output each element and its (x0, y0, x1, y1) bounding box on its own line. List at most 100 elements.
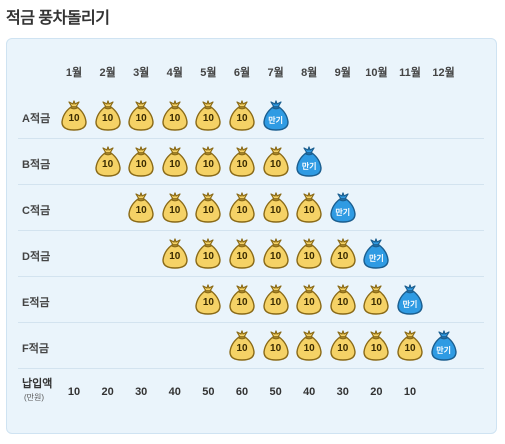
month-label: 5월 (200, 67, 217, 79)
deposit-amount: 10 (102, 159, 114, 170)
deposit-amount: 10 (270, 297, 282, 308)
deposit-bag-icon: 10 (160, 190, 190, 224)
deposit-bag-icon: 10 (126, 190, 156, 224)
deposit-bag-icon: 10 (160, 98, 190, 132)
deposit-amount: 10 (303, 205, 315, 216)
row-label: B적금 (22, 159, 51, 171)
deposit-amount: 10 (370, 297, 382, 308)
deposit-bag-icon: 10 (160, 144, 190, 178)
deposit-amount: 10 (135, 113, 147, 124)
maturity-bag-icon: 만기 (395, 282, 425, 316)
payment-label: 납입액 (만원) (22, 378, 52, 404)
deposit-amount: 10 (270, 343, 282, 354)
deposit-amount: 10 (337, 343, 349, 354)
month-label: 1월 (65, 67, 83, 79)
deposit-amount: 10 (202, 205, 214, 216)
deposit-bag-icon: 10 (361, 282, 391, 316)
deposit-bag-icon: 10 (361, 328, 391, 362)
payment-value: 40 (303, 386, 316, 398)
deposit-bag-icon: 10 (227, 144, 257, 178)
payment-value: 30 (336, 386, 349, 398)
deposit-amount: 10 (303, 251, 315, 262)
month-label: 4월 (166, 67, 183, 79)
deposit-bag-icon: 10 (294, 282, 324, 316)
month-label: 8월 (301, 67, 318, 79)
deposit-bag-icon: 10 (294, 190, 324, 224)
deposit-bag-icon: 10 (328, 282, 358, 316)
maturity-bag-icon: 만기 (328, 190, 358, 224)
payment-value: 20 (101, 386, 114, 398)
deposit-bag-icon: 10 (261, 328, 291, 362)
maturity-label: 만기 (369, 254, 384, 263)
deposit-amount: 10 (169, 251, 181, 262)
row-divider (18, 184, 484, 185)
deposit-amount: 10 (202, 251, 214, 262)
deposit-bag-icon: 10 (193, 282, 223, 316)
deposit-amount: 10 (337, 251, 349, 262)
deposit-amount: 10 (270, 251, 282, 262)
row-label: A적금 (22, 113, 51, 125)
deposit-amount: 10 (202, 297, 214, 308)
deposit-amount: 10 (236, 113, 248, 124)
payment-label-text: 납입액 (22, 378, 53, 390)
maturity-bag-icon: 만기 (294, 144, 324, 178)
deposit-amount: 10 (270, 159, 282, 170)
deposit-bag-icon: 10 (193, 190, 223, 224)
row-label: E적금 (22, 297, 50, 309)
payment-value: 10 (403, 386, 417, 398)
deposit-bag-icon: 10 (126, 98, 156, 132)
deposit-amount: 10 (236, 251, 248, 262)
deposit-bag-icon: 10 (294, 328, 324, 362)
month-label: 7월 (267, 67, 284, 79)
deposit-bag-icon: 10 (93, 144, 123, 178)
deposit-amount: 10 (236, 205, 248, 216)
deposit-bag-icon: 10 (126, 144, 156, 178)
payment-value: 50 (269, 386, 282, 398)
maturity-label: 만기 (335, 208, 351, 217)
month-label: 12월 (432, 67, 455, 79)
maturity-label: 만기 (268, 116, 283, 125)
deposit-amount: 10 (135, 205, 147, 216)
row-divider (18, 230, 484, 231)
deposit-amount: 10 (303, 297, 315, 308)
maturity-label: 만기 (436, 346, 451, 355)
deposit-bag-icon: 10 (261, 282, 291, 316)
deposit-amount: 10 (236, 343, 248, 354)
maturity-bag-icon: 만기 (361, 236, 391, 270)
month-label: 9월 (334, 67, 351, 79)
deposit-bag-icon: 10 (261, 144, 291, 178)
deposit-amount: 10 (202, 113, 214, 124)
deposit-bag-icon: 10 (93, 98, 123, 132)
payment-value: 20 (370, 386, 383, 398)
row-label: C적금 (22, 205, 51, 217)
row-divider (18, 322, 484, 323)
row-divider (18, 276, 484, 277)
deposit-bag-icon: 10 (160, 236, 190, 270)
row-divider (18, 368, 484, 369)
deposit-bag-icon: 10 (261, 236, 291, 270)
deposit-amount: 10 (337, 297, 349, 308)
deposit-amount: 10 (169, 205, 181, 216)
payment-value: 60 (235, 386, 249, 398)
deposit-amount: 10 (404, 343, 416, 354)
deposit-bag-icon: 10 (261, 190, 291, 224)
deposit-amount: 10 (236, 159, 248, 170)
deposit-amount: 10 (102, 113, 114, 124)
payment-unit: (만원) (24, 393, 45, 402)
page-title: 적금 풍차돌리기 (6, 10, 110, 27)
deposit-amount: 10 (169, 159, 181, 170)
deposit-bag-icon: 10 (227, 98, 257, 132)
deposit-amount: 10 (370, 343, 382, 354)
deposit-bag-icon: 10 (227, 282, 257, 316)
month-label: 2월 (99, 67, 116, 79)
row-divider (18, 138, 484, 139)
row-label: D적금 (22, 251, 51, 263)
maturity-label: 만기 (402, 300, 418, 309)
deposit-bag-icon: 10 (59, 98, 89, 132)
deposit-bag-icon: 10 (328, 328, 358, 362)
payment-value: 50 (202, 386, 215, 398)
deposit-amount: 10 (169, 113, 181, 124)
month-label: 10월 (365, 67, 388, 79)
deposit-bag-icon: 10 (193, 98, 223, 132)
maturity-label: 만기 (301, 162, 317, 171)
